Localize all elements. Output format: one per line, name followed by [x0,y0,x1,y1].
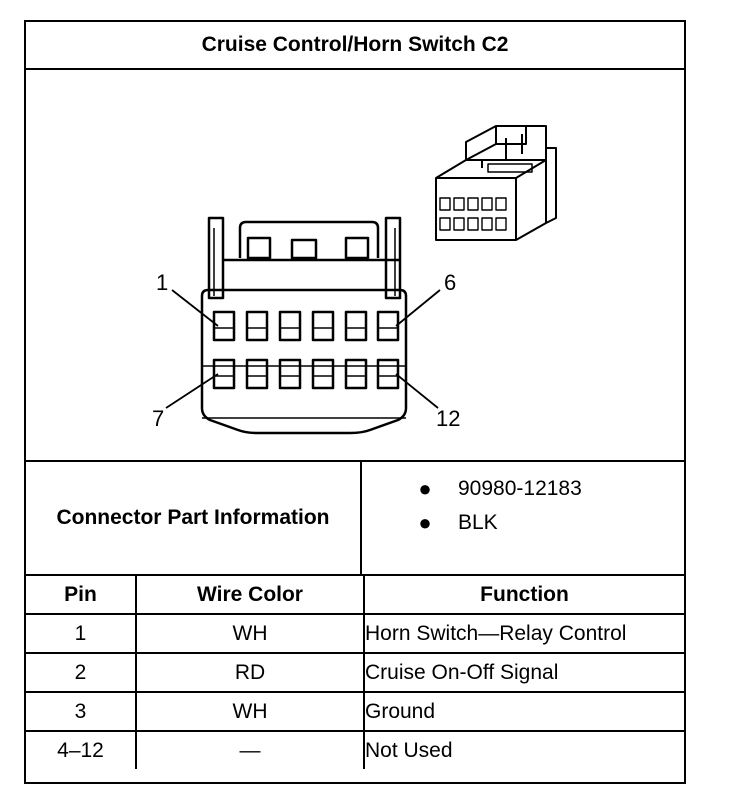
header-pin: Pin [26,576,137,615]
table-row: 1 WH Horn Switch—Relay Control [26,613,684,654]
page-title: Cruise Control/Horn Switch C2 [26,22,684,70]
cell-wire-color: WH [135,691,365,732]
connector-part-info: Connector Part Information ● 90980-12183… [26,460,684,576]
pin-label-1: 1 [156,270,168,295]
cell-pin: 3 [26,691,137,732]
pin-label-12: 12 [436,406,460,431]
pin-label-7: 7 [152,406,164,431]
part-number-item: ● 90980-12183 [364,472,684,506]
pinout-table: Pin Wire Color Function 1 WH Horn Switch… [26,576,684,769]
cell-wire-color: — [135,730,365,769]
table-row: 3 WH Ground [26,691,684,732]
cell-pin: 4–12 [26,730,137,769]
cell-function: Ground [363,691,684,732]
cell-function: Horn Switch—Relay Control [363,613,684,654]
bullet-icon: ● [418,510,432,535]
connector-face-view [200,216,408,435]
connector-sheet: Cruise Control/Horn Switch C2 [24,20,686,784]
part-info-list: ● 90980-12183 ● BLK [364,472,684,540]
connector-drawing: 1 6 7 12 [152,125,557,435]
connector-iso-view [435,125,557,241]
table-row: 4–12 — Not Used [26,730,684,769]
part-color-item: ● BLK [364,506,684,540]
header-wire-color: Wire Color [135,576,365,615]
cell-wire-color: WH [135,613,365,654]
cell-wire-color: RD [135,652,365,693]
terminal-cavities [212,310,400,390]
bullet-icon: ● [418,476,432,501]
part-number: 90980-12183 [458,477,582,500]
pin-label-6: 6 [444,270,456,295]
cell-function: Cruise On-Off Signal [363,652,684,693]
header-function: Function [363,576,684,615]
cell-pin: 2 [26,652,137,693]
cell-function: Not Used [363,730,684,769]
part-color: BLK [458,511,498,534]
table-row: 2 RD Cruise On-Off Signal [26,652,684,693]
pin-leader-lines [165,289,441,409]
connector-diagram: 1 6 7 12 [26,68,684,460]
table-header-row: Pin Wire Color Function [26,576,684,615]
cell-pin: 1 [26,613,137,654]
part-info-label: Connector Part Information [26,462,362,574]
